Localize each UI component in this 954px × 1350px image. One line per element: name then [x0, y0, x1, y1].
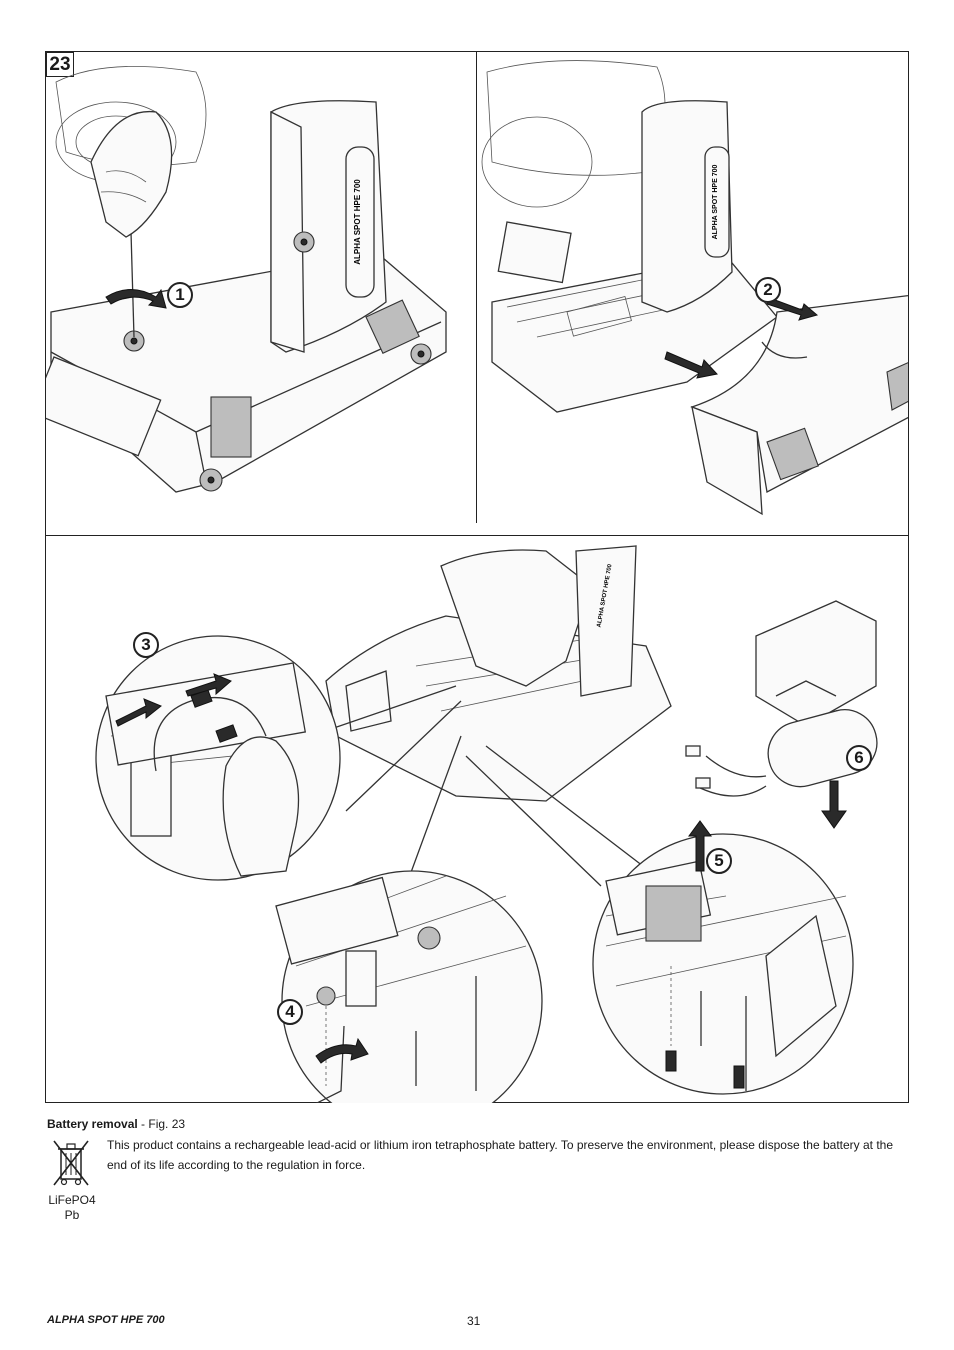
crossed-bin-icon — [53, 1140, 89, 1186]
device-side-label-2: ALPHA SPOT HPE 700 — [712, 164, 719, 239]
caption-title-bold: Battery removal — [47, 1117, 138, 1131]
panel-divider-vertical — [476, 52, 477, 523]
battery-type-label: LiFePO4 — [48, 1193, 96, 1207]
callout-unscrew-bracket — [275, 870, 543, 1103]
caption-body: This product contains a rechargeable lea… — [107, 1138, 894, 1172]
device-side-label: ALPHA SPOT HPE 700 — [353, 179, 362, 265]
panel-remove-screws: ALPHA SPOT HPE 700 — [46, 65, 447, 493]
footer-product-name: ALPHA SPOT HPE 700 — [47, 1314, 165, 1326]
step-4-marker: 4 — [277, 999, 303, 1025]
vent-grill — [210, 299, 420, 458]
step-1-marker: 1 — [167, 282, 193, 308]
battery-pack — [685, 600, 878, 829]
callout-lift-battery — [592, 820, 854, 1095]
step-5-marker: 5 — [706, 848, 732, 874]
panel-battery-removal: ALPHA SPOT HPE 700 — [95, 545, 878, 1103]
page-number: 31 — [467, 1314, 481, 1328]
caption-fig-ref: - Fig. 23 — [137, 1117, 186, 1131]
callout-disconnect-cable — [95, 635, 341, 881]
caption-title: Battery removal - Fig. 23 — [47, 1117, 185, 1131]
panel-divider-horizontal — [46, 535, 908, 536]
figure-23: 23 ALPHA SPOT HPE 700 1 — [45, 51, 909, 1103]
step-3-marker: 3 — [133, 632, 159, 658]
step-2-marker: 2 — [755, 277, 781, 303]
battery-type-label-2: Pb — [64, 1208, 80, 1222]
step-6-marker: 6 — [846, 745, 872, 771]
panel-remove-cover: ALPHA SPOT HPE 700 — [481, 60, 908, 516]
figure-number: 23 — [46, 52, 74, 77]
